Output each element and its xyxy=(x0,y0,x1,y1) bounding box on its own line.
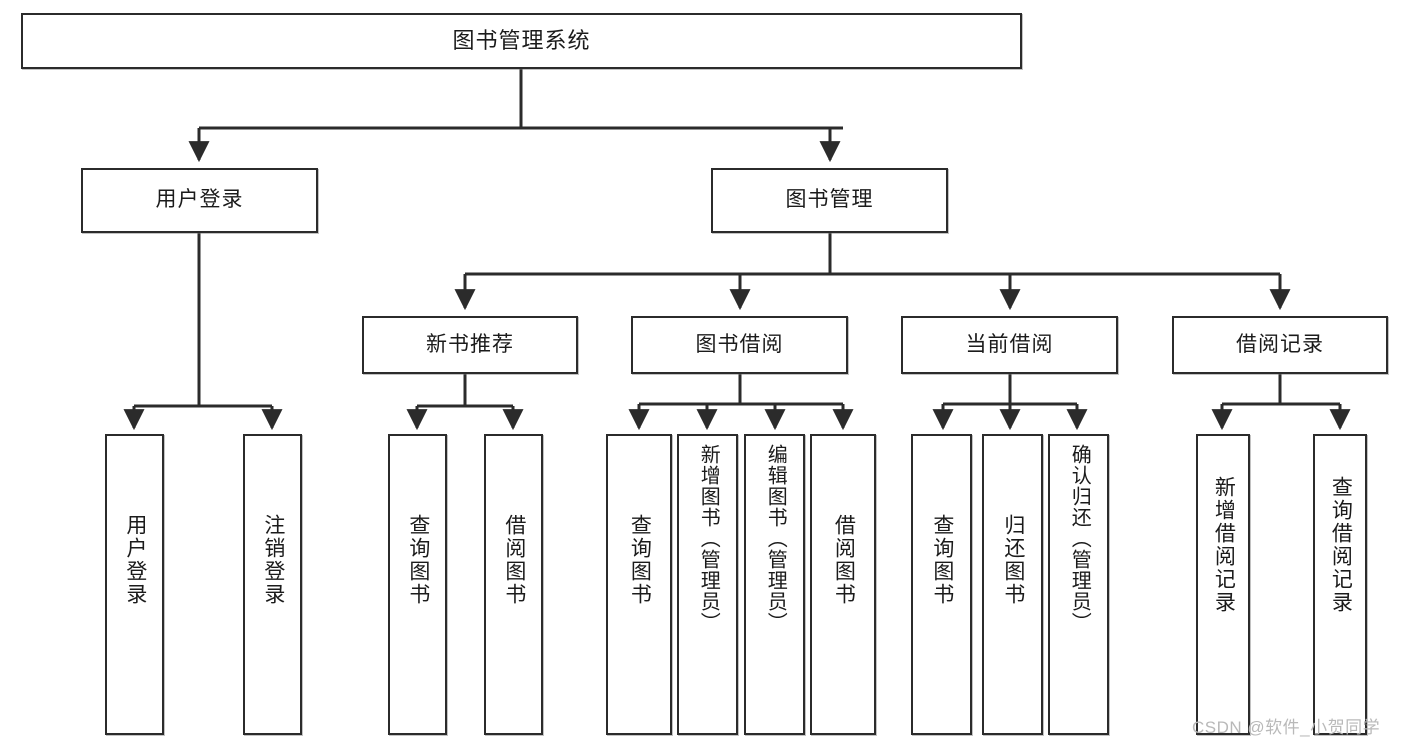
node-label: 确认归还（管理员） xyxy=(1068,444,1091,633)
node-new-book-recommend[interactable]: 新书推荐 xyxy=(362,316,578,374)
leaf-current-borrow-query-book[interactable]: 查询图书 xyxy=(911,434,972,735)
node-label: 查询图书 xyxy=(628,514,652,606)
node-label: 新书推荐 xyxy=(426,332,514,356)
leaf-book-borrow-query-book[interactable]: 查询图书 xyxy=(606,434,672,735)
node-label: 查询图书 xyxy=(930,514,954,606)
node-root-system[interactable]: 图书管理系统 xyxy=(21,13,1022,69)
leaf-new-book-borrow-book[interactable]: 借阅图书 xyxy=(484,434,543,735)
node-label: 查询图书 xyxy=(406,514,430,606)
node-current-borrow[interactable]: 当前借阅 xyxy=(901,316,1118,374)
node-label: 归还图书 xyxy=(1001,514,1025,606)
leaf-book-borrow-add-book-admin[interactable]: 新增图书（管理员） xyxy=(677,434,738,735)
node-book-borrow[interactable]: 图书借阅 xyxy=(631,316,848,374)
node-label: 图书管理 xyxy=(785,188,874,212)
leaf-new-book-query-book[interactable]: 查询图书 xyxy=(388,434,447,735)
leaf-borrow-record-query-record[interactable]: 查询借阅记录 xyxy=(1313,434,1367,735)
node-label: 新增图书（管理员） xyxy=(697,444,720,633)
node-user-login[interactable]: 用户登录 xyxy=(81,168,318,233)
leaf-user-login-login[interactable]: 用户登录 xyxy=(105,434,164,735)
node-label: 编辑图书（管理员） xyxy=(764,444,787,633)
node-label: 用户登录 xyxy=(155,188,244,212)
leaf-book-borrow-borrow-book[interactable]: 借阅图书 xyxy=(810,434,876,735)
leaf-current-borrow-confirm-return-admin[interactable]: 确认归还（管理员） xyxy=(1048,434,1109,735)
leaf-book-borrow-edit-book-admin[interactable]: 编辑图书（管理员） xyxy=(744,434,805,735)
node-label: 借阅图书 xyxy=(502,514,526,606)
leaf-user-login-logout[interactable]: 注销登录 xyxy=(243,434,302,735)
node-label: 图书管理系统 xyxy=(452,28,591,54)
node-label: 借阅记录 xyxy=(1236,332,1324,356)
node-label: 借阅图书 xyxy=(832,514,856,606)
node-label: 当前借阅 xyxy=(965,332,1054,356)
node-label: 新增借阅记录 xyxy=(1212,476,1236,614)
csdn-watermark: CSDN @软件_小贺同学 xyxy=(1192,718,1381,737)
leaf-current-borrow-return-book[interactable]: 归还图书 xyxy=(982,434,1043,735)
node-label: 注销登录 xyxy=(261,514,285,606)
node-book-management[interactable]: 图书管理 xyxy=(711,168,948,233)
node-label: 图书借阅 xyxy=(695,332,784,356)
leaf-borrow-record-add-record[interactable]: 新增借阅记录 xyxy=(1196,434,1250,735)
node-label: 用户登录 xyxy=(123,514,147,606)
node-borrow-record[interactable]: 借阅记录 xyxy=(1172,316,1388,374)
node-label: 查询借阅记录 xyxy=(1329,476,1353,614)
